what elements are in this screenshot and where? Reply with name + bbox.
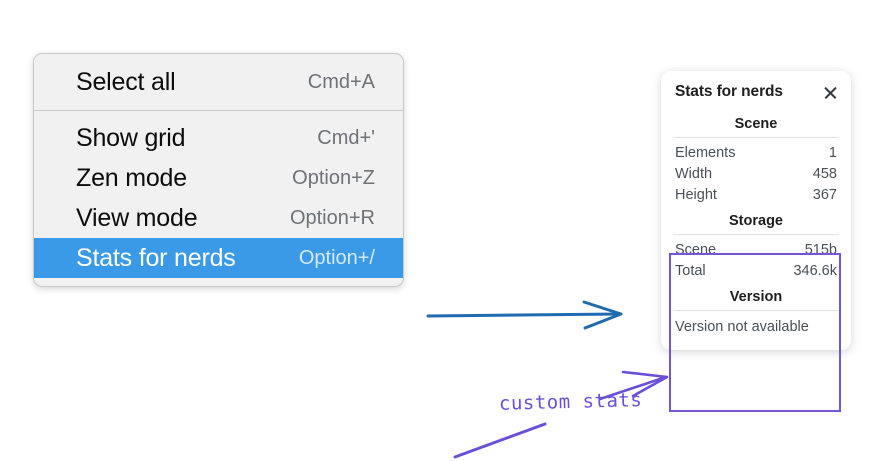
stats-panel-title: Stats for nerds	[675, 83, 783, 100]
stats-panel-header: Stats for nerds	[671, 83, 841, 101]
section-heading-scene: Scene	[734, 116, 778, 132]
menu-item-shortcut: Option+Z	[292, 166, 375, 189]
stat-key: Scene	[675, 241, 717, 258]
menu-item-shortcut: Option+R	[289, 206, 375, 229]
section-divider	[673, 234, 839, 235]
menu-item-show-grid[interactable]: Show grid Cmd+'	[34, 118, 403, 158]
stat-key: Height	[675, 186, 717, 203]
stat-row-storage-total: Total 346.6k	[671, 260, 841, 281]
blue-arrow	[426, 300, 623, 330]
menu-item-zen-mode[interactable]: Zen mode Option+Z	[34, 158, 403, 198]
section-heading-storage: Storage	[729, 213, 783, 229]
stat-row-elements: Elements 1	[671, 142, 841, 163]
menu-item-stats-for-nerds[interactable]: Stats for nerds Option+/	[34, 238, 403, 278]
context-menu[interactable]: Select all Cmd+A Show grid Cmd+' Zen mod…	[33, 53, 404, 287]
menu-item-label: View mode	[76, 203, 198, 232]
stats-for-nerds-panel: Stats for nerds Scene Elements 1 Width 4…	[661, 71, 851, 350]
menu-item-label: Select all	[76, 67, 176, 96]
stat-row-width: Width 458	[671, 163, 841, 184]
purple-underline-stroke	[453, 422, 547, 459]
menu-group-2: Show grid Cmd+' Zen mode Option+Z View m…	[34, 118, 403, 278]
menu-item-view-mode[interactable]: View mode Option+R	[34, 198, 403, 238]
stat-key: Width	[675, 165, 713, 182]
section-divider	[673, 310, 839, 311]
menu-item-shortcut: Option+/	[298, 246, 375, 269]
stat-value: 1	[828, 144, 837, 161]
stat-key: Elements	[675, 144, 736, 161]
stat-row-storage-scene: Scene 515b	[671, 239, 841, 260]
section-divider	[673, 137, 839, 138]
menu-group-1: Select all Cmd+A	[34, 62, 403, 102]
menu-item-label: Show grid	[76, 123, 186, 152]
stat-value: 458	[812, 165, 837, 182]
menu-item-select-all[interactable]: Select all Cmd+A	[34, 62, 403, 102]
custom-stats-annotation-text: custom stats	[498, 389, 643, 415]
stat-value: 346.6k	[793, 262, 837, 279]
menu-item-label: Stats for nerds	[76, 243, 236, 272]
stat-key: Total	[675, 262, 706, 279]
stat-row-height: Height 367	[671, 184, 841, 205]
menu-separator	[34, 110, 403, 111]
section-heading-version: Version	[729, 289, 783, 305]
stat-value: 515b	[804, 241, 837, 258]
close-icon[interactable]	[822, 84, 839, 101]
menu-item-shortcut: Cmd+A	[307, 70, 375, 93]
stat-value: 367	[812, 186, 837, 203]
version-note: Version not available	[675, 319, 809, 335]
menu-item-label: Zen mode	[76, 163, 187, 192]
menu-item-shortcut: Cmd+'	[317, 126, 375, 149]
